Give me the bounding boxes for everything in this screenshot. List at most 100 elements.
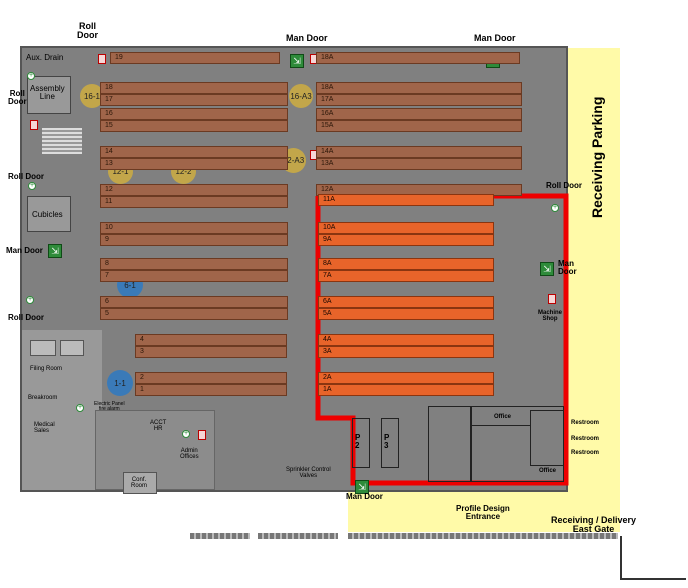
rack-row: 17A <box>316 94 522 106</box>
fire-extinguisher-icon <box>548 294 556 304</box>
rack-row: 5 <box>100 308 288 320</box>
cubicles-label: Cubicles <box>32 210 63 219</box>
rack-label: 9A <box>323 236 332 243</box>
fire-extinguisher-icon <box>98 54 106 64</box>
rack-label: 5 <box>105 310 109 317</box>
gate-line <box>620 578 686 580</box>
column-1-1: 1-1 <box>107 370 133 396</box>
rack-row: 9 <box>100 234 288 246</box>
rack-label: 18 <box>105 84 113 91</box>
exit-sign-icon: ⇲ <box>48 244 62 258</box>
rack-label: 6 <box>105 298 109 305</box>
roll-door-left-1-label: Roll Door <box>8 89 27 106</box>
gate-line <box>620 536 622 580</box>
rack-row: 11A <box>318 194 494 206</box>
man-door-right-label: Man Door <box>558 259 577 276</box>
rack-row: 1 <box>135 384 287 396</box>
rack-row: 2A <box>318 372 494 384</box>
man-door-left-label: Man Door <box>6 246 43 255</box>
rack-label: 13A <box>321 160 334 167</box>
rack-label: 3 <box>140 348 144 355</box>
restroom-block <box>530 410 564 466</box>
rack-row: 14 <box>100 146 288 158</box>
rack-row: 7A <box>318 270 494 282</box>
exit-sign-icon: ⇲ <box>355 480 369 494</box>
rack-label: 9 <box>105 236 109 243</box>
fence-line <box>190 533 250 539</box>
rack-row: 15A <box>316 120 522 132</box>
room-b <box>60 340 84 356</box>
rack-label: 18A <box>321 54 334 61</box>
exit-sign-icon: ⇲ <box>290 54 304 68</box>
roll-door-left-3-label: Roll Door <box>8 313 44 322</box>
rack-row: 2 <box>135 372 287 384</box>
profile-entrance-label: Profile Design Entrance <box>456 504 510 521</box>
rack-row: 18A <box>316 82 522 94</box>
rack-label: 1 <box>140 386 144 393</box>
first-aid-icon: + <box>551 204 559 212</box>
roll-door-right-label: Roll Door <box>546 181 582 190</box>
p2-box <box>352 418 370 468</box>
rack-row: 10A <box>318 222 494 234</box>
receiving-delivery-label: Receiving / Delivery East Gate <box>551 515 637 534</box>
rack-label: 17A <box>321 96 334 103</box>
rack-label: 16A <box>321 110 334 117</box>
roll-door-left-2-label: Roll Door <box>8 172 44 181</box>
rack-row: 18 <box>100 82 288 94</box>
rack-label: 6A <box>323 298 332 305</box>
fence-line <box>348 533 618 539</box>
rack-label: 15A <box>321 122 334 129</box>
rack-label: 8A <box>323 260 332 267</box>
p2-label: P 2 <box>355 433 361 450</box>
restroom-label-2: Restroom <box>571 436 600 442</box>
rack-label: 19 <box>115 54 123 61</box>
rack-label: 11A <box>323 196 335 203</box>
office-divider <box>470 406 472 482</box>
first-aid-icon: + <box>28 182 36 190</box>
rack-label: 2 <box>140 374 144 381</box>
assembly-line-box <box>27 76 71 114</box>
rack-row: 14A <box>316 146 522 158</box>
rack-row: 5A <box>318 308 494 320</box>
rack-label: 5A <box>323 310 332 317</box>
rack-row: 1A <box>318 384 494 396</box>
rack-label: 18A <box>321 84 334 91</box>
rack-label: 14 <box>105 148 113 155</box>
sprinkler-label: Sprinkler Control Valves <box>286 467 331 479</box>
rack-row: 16 <box>100 108 288 120</box>
rack-label: 8 <box>105 260 109 267</box>
rack-row: 8A <box>318 258 494 270</box>
man-door-bottom-label: Man Door <box>346 492 383 501</box>
rack-row: 7 <box>100 270 288 282</box>
first-aid-icon: + <box>182 430 190 438</box>
office-block <box>22 330 102 490</box>
exit-sign-icon: ⇲ <box>540 262 554 276</box>
rack-row: 11 <box>100 196 288 208</box>
rack-label: 7A <box>323 272 332 279</box>
restroom-label-1: Restroom <box>571 420 600 426</box>
man-door-top-2-label: Man Door <box>474 33 516 43</box>
rack-label: 10A <box>323 224 336 231</box>
rack-row: 16A <box>316 108 522 120</box>
assembly-line-label: Assembly Line <box>30 84 65 101</box>
rack-label: 3A <box>323 348 332 355</box>
rack-row: 3 <box>135 346 287 358</box>
receiving-parking-label: Receiving Parking <box>589 96 605 218</box>
rack-row: 3A <box>318 346 494 358</box>
column-16-a3: 16-A3 <box>289 84 313 108</box>
filing-room-label: Filing Room <box>30 366 63 372</box>
cubicles-box <box>27 196 71 232</box>
conference-room-label: Conf. Room <box>131 477 148 489</box>
machine-shop-label: Machine Shop <box>538 310 563 322</box>
rack-label: 17 <box>105 96 113 103</box>
p3-label: P 3 <box>384 433 390 450</box>
restroom-label-3: Restroom <box>571 450 600 456</box>
conference-room-box <box>123 472 157 494</box>
fire-extinguisher-icon <box>198 430 206 440</box>
rack-row: 4 <box>135 334 287 346</box>
office-label-2: Office <box>539 468 557 474</box>
rack-label: 12A <box>321 186 334 193</box>
rack-row: 12 <box>100 184 288 196</box>
